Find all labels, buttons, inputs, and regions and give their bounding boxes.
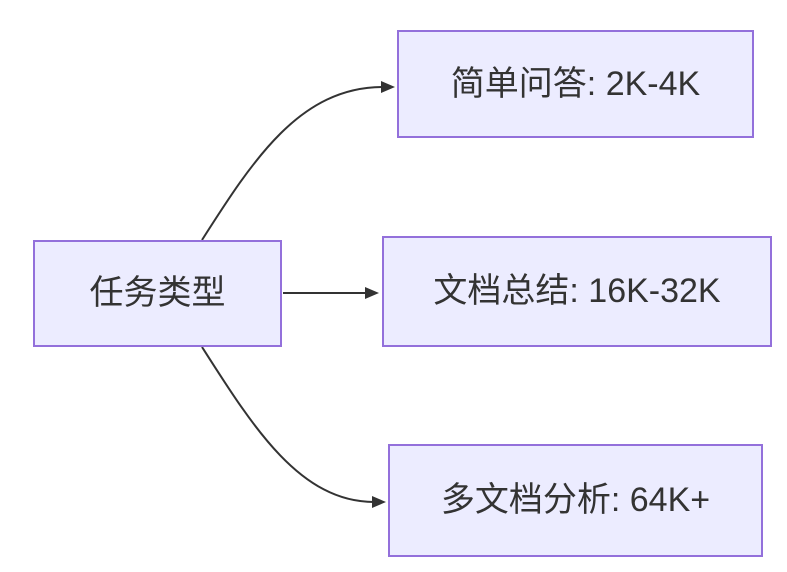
node-multidoc-analysis-label: 多文档分析: 64K+ bbox=[440, 481, 711, 520]
edge-root-to-simple-qa bbox=[201, 81, 395, 241]
node-doc-summary-label: 文档总结: 16K-32K bbox=[433, 272, 721, 311]
node-simple-qa: 简单问答: 2K-4K bbox=[397, 30, 754, 138]
node-task-type: 任务类型 bbox=[33, 240, 282, 347]
node-simple-qa-label: 简单问答: 2K-4K bbox=[450, 64, 701, 103]
node-doc-summary: 文档总结: 16K-32K bbox=[382, 236, 772, 347]
edge-root-to-multidoc-analysis bbox=[201, 346, 386, 508]
node-task-type-label: 任务类型 bbox=[89, 274, 226, 313]
node-multidoc-analysis: 多文档分析: 64K+ bbox=[388, 444, 763, 557]
